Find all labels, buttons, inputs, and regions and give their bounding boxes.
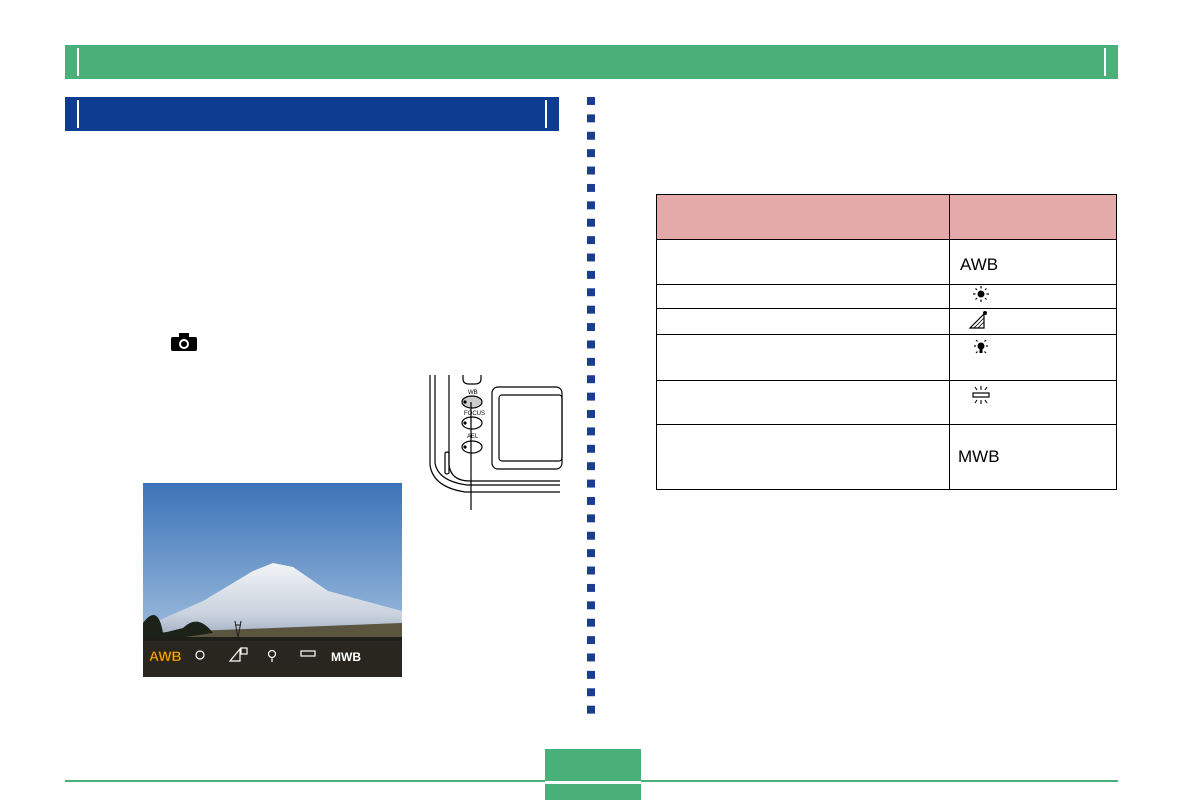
column-divider xyxy=(587,97,595,723)
table-row xyxy=(656,334,1117,381)
ael-label: AEL xyxy=(467,434,479,440)
table-row xyxy=(656,380,1117,425)
photo-mwb-label: MWB xyxy=(331,650,361,664)
wb-label: WB xyxy=(468,390,478,396)
table-cell xyxy=(656,380,950,425)
mwb-icon: MWB xyxy=(958,447,1000,466)
shade-icon xyxy=(968,311,987,329)
table-header-cell xyxy=(656,194,950,240)
fluorescent-icon xyxy=(972,386,990,404)
focus-label: FOCUS xyxy=(464,411,485,417)
sample-photo: AWB MWB xyxy=(143,483,402,677)
section-title-bar xyxy=(65,97,559,131)
top-header-bar xyxy=(65,45,1118,79)
table-row xyxy=(656,284,1117,309)
table-header-row xyxy=(656,194,1117,240)
camera-back-diagram: WB FOCUS AEL xyxy=(429,375,563,510)
bulb-icon xyxy=(974,339,988,354)
camera-icon xyxy=(171,333,197,351)
awb-icon: AWB xyxy=(960,255,999,274)
table-row: MWB xyxy=(656,424,1117,490)
table-header-cell xyxy=(949,194,1117,240)
white-balance-table: AWB xyxy=(656,194,1117,490)
table-row: AWB xyxy=(656,239,1117,285)
table-cell xyxy=(656,424,950,490)
sun-icon xyxy=(973,286,989,302)
photo-awb-label: AWB xyxy=(149,648,182,664)
table-cell xyxy=(656,284,950,309)
table-cell xyxy=(656,334,950,381)
table-row xyxy=(656,308,1117,335)
table-cell xyxy=(656,308,950,335)
table-cell xyxy=(656,239,950,285)
page-number-tab xyxy=(545,749,641,800)
